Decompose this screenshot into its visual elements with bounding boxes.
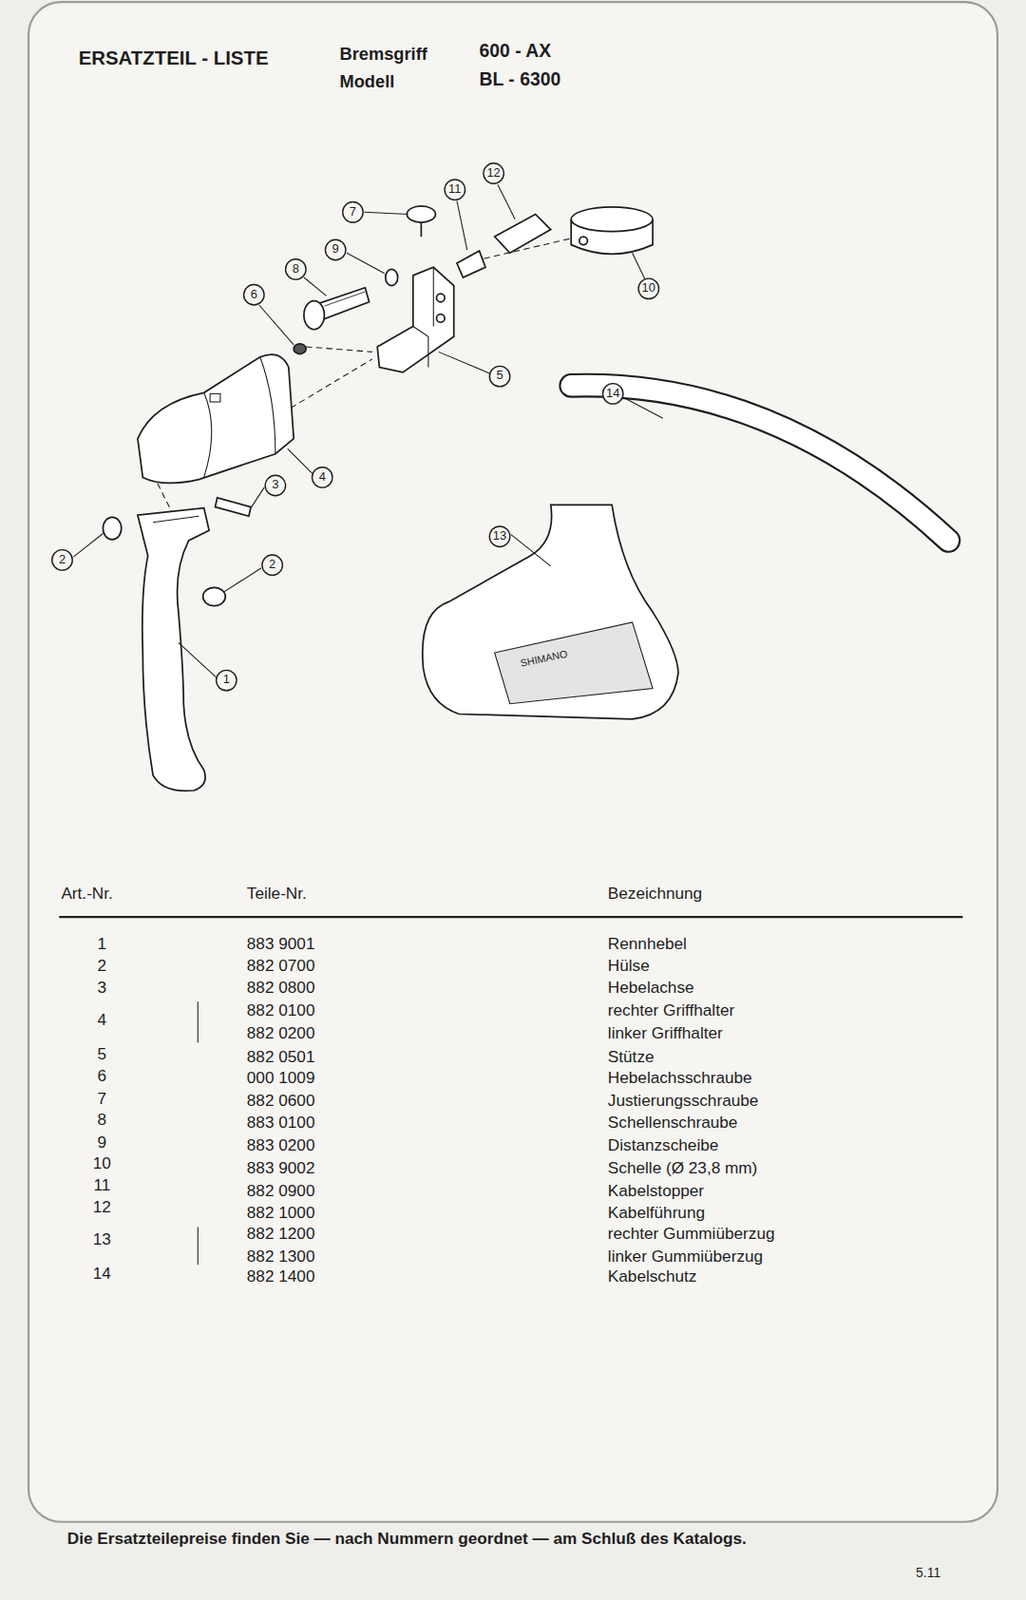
callout-number: 8 [292, 262, 300, 277]
table-cell: 14 [93, 1264, 112, 1284]
table-cell: 882 0600 [247, 1091, 316, 1111]
table-cell: Schellenschraube [608, 1113, 739, 1133]
table-cell: Kabelführung [608, 1203, 705, 1223]
table-cell: 883 9002 [247, 1159, 316, 1178]
table-cell: 883 0100 [247, 1113, 316, 1133]
column-header: Bezeichnung [608, 884, 703, 904]
callout-number: 5 [495, 369, 503, 384]
cable-guide [494, 213, 551, 253]
bracket [197, 1226, 199, 1265]
callout-number: 9 [332, 243, 340, 258]
spacer-washer [385, 268, 399, 285]
table-cell: 9 [97, 1133, 108, 1153]
table-cell: Justierungsschraube [608, 1091, 760, 1111]
callout-number: 12 [486, 166, 500, 181]
callout-number: 2 [268, 557, 276, 572]
page-title: ERSATZTEIL - LISTE [78, 46, 269, 69]
washer [203, 587, 227, 606]
table-cell: 883 0200 [247, 1136, 316, 1156]
table-cell: Hebelachsschraube [608, 1068, 753, 1088]
callout-number: 13 [493, 529, 507, 544]
callout-number: 14 [606, 386, 620, 401]
table-cell: 4 [97, 1010, 108, 1030]
table-cell: 882 1300 [247, 1247, 316, 1267]
table-cell: 882 0501 [247, 1047, 316, 1067]
cable-housing [570, 385, 949, 541]
callout-number: 11 [448, 182, 461, 197]
table-cell: 882 0900 [247, 1181, 316, 1201]
header-text: Bremsgriff [339, 44, 427, 65]
table-cell: 3 [97, 978, 108, 998]
callout-number: 4 [319, 470, 326, 485]
support [377, 266, 455, 373]
table-cell: 13 [93, 1230, 112, 1250]
table-cell: Hebelachse [608, 978, 695, 998]
pivot-screw [293, 343, 306, 355]
bracket [197, 1001, 199, 1043]
rubber-hood [422, 504, 679, 719]
page-number: 5.11 [915, 1565, 941, 1581]
header-text: BL - 6300 [479, 69, 562, 91]
table-cell: Schelle (Ø 23,8 mm) [608, 1159, 759, 1178]
table-cell: 000 1009 [247, 1068, 316, 1088]
callout-number: 2 [58, 552, 66, 568]
table-cell: 882 1400 [247, 1267, 316, 1287]
table-cell: 5 [97, 1045, 108, 1064]
cable-stopper [456, 250, 486, 278]
table-rule [58, 915, 963, 918]
table-cell: 882 0200 [247, 1024, 316, 1044]
table-cell: 11 [93, 1176, 111, 1196]
header-text: Modell [339, 72, 395, 93]
table-cell: 882 1200 [247, 1224, 316, 1244]
washer [102, 516, 121, 540]
table-cell: Stütze [608, 1047, 655, 1067]
table-cell: Distanzscheibe [608, 1136, 719, 1156]
footer-note: Die Ersatzteilepreise finden Sie — nach … [67, 1529, 747, 1549]
table-cell: rechter Griffhalter [608, 1001, 735, 1021]
callout-number: 3 [271, 478, 279, 494]
table-cell: 882 0800 [247, 978, 316, 998]
table-cell: rechter Gummiüberzug [608, 1224, 776, 1244]
callout-number: 1 [223, 673, 230, 688]
table-cell: 10 [93, 1154, 112, 1174]
header-text: 600 - AX [479, 40, 552, 62]
table-cell: 6 [97, 1066, 108, 1086]
callout-number: 10 [642, 281, 656, 296]
table-cell: linker Griffhalter [608, 1024, 723, 1044]
brake-lever [137, 508, 209, 792]
table-cell: 882 0100 [247, 1001, 316, 1021]
table-cell: 1 [97, 934, 108, 954]
leader-line [73, 184, 664, 678]
page-frame [28, 1, 998, 1522]
table-cell: 883 9001 [247, 934, 316, 954]
callout-number: 6 [250, 287, 258, 303]
table-cell: 882 1000 [247, 1203, 316, 1223]
table-cell: Hülse [608, 956, 650, 976]
column-header: Art.-Nr. [60, 884, 113, 904]
table-cell: 7 [97, 1089, 108, 1109]
lever-bracket [137, 354, 294, 483]
table-cell: Rennhebel [608, 934, 687, 954]
table-cell: 882 0700 [247, 956, 316, 976]
column-header: Teile-Nr. [247, 884, 307, 904]
table-cell: 2 [97, 956, 108, 976]
callout-circle [52, 163, 660, 691]
table-cell: Kabelstopper [608, 1181, 704, 1201]
callout-number: 7 [349, 205, 357, 220]
table-cell: linker Gummiüberzug [608, 1247, 763, 1267]
lever-pin [215, 497, 252, 516]
table-cell: 8 [97, 1110, 108, 1130]
table-cell: 12 [93, 1197, 112, 1217]
table-cell: Kabelschutz [608, 1267, 698, 1287]
